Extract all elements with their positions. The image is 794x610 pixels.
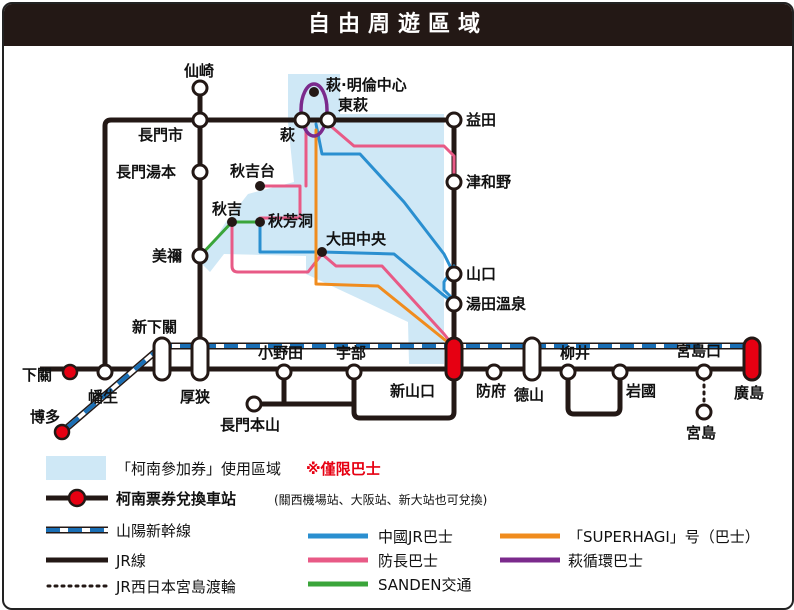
station-onoda: 小野田 (258, 344, 303, 362)
station-shin-yamaguchi: 新山口 (390, 382, 435, 400)
legend-shinkansen-label: 山陽新幹線 (116, 522, 191, 540)
station-akiyoshi: 秋吉 (212, 200, 242, 218)
station-hakata: 博多 (30, 408, 60, 426)
map-title: 自由周遊區域 (4, 4, 792, 46)
station-masuda: 益田 (466, 111, 496, 129)
legend-area-swatch (46, 456, 106, 480)
station-miyajimaguchi: 宮島口 (676, 342, 721, 360)
legend-exchange-icon (67, 488, 87, 508)
station-iwakuni: 岩國 (625, 382, 656, 400)
station-hiroshima: 廣島 (734, 384, 764, 402)
station-shimonoseki: 下關 (22, 366, 52, 384)
station-nagato-yumoto: 長門湯本 (116, 163, 176, 181)
station-tokuyama: 德山 (514, 386, 544, 404)
station-hagi-meirin: 萩·明倫中心 (326, 76, 407, 94)
station-senzaki: 仙崎 (184, 62, 214, 80)
station-nagatoshi: 長門市 (138, 126, 183, 144)
station-hagi: 萩 (280, 126, 295, 144)
legend-area-note: ※僅限巴士 (306, 460, 381, 478)
legend-hagi-loop-label: 萩循環巴士 (568, 552, 643, 570)
station-asa: 厚狭 (180, 388, 211, 406)
station-nagato-motoyama: 長門本山 (220, 416, 280, 434)
legend-sanden-label: SANDEN交通 (378, 576, 472, 594)
legend-jr-label: JR線 (115, 552, 146, 570)
station-miyajima: 宮島 (686, 424, 716, 442)
legend-exchange-note: (關西機場站、大阪站、新大站也可兌換) (274, 492, 487, 507)
station-hofu: 防府 (476, 382, 506, 400)
station-higashi-hagi: 東萩 (338, 96, 368, 114)
bus-stop-markers (227, 87, 327, 257)
shinkansen-stations (152, 336, 762, 382)
legend-chugoku-bus-label: 中國JR巴士 (378, 528, 453, 546)
station-mine: 美禰 (152, 247, 182, 265)
station-akiyoshido: 秋芳洞 (268, 212, 313, 230)
exchange-stations (53, 363, 79, 441)
station-hatabu: 幡生 (88, 388, 118, 406)
legend-area-label: 「柯南參加券」使用區域 (116, 460, 281, 478)
station-tsuwano: 津和野 (466, 173, 511, 191)
bus-routes (198, 82, 456, 346)
station-ota-chuo: 大田中央 (326, 230, 387, 248)
station-yamaguchi: 山口 (466, 265, 496, 283)
legend-superhagi-label: 「SUPERHAGI」号（巴士） (568, 528, 760, 546)
station-markers (96, 79, 713, 421)
legend: 「柯南參加券」使用區域 ※僅限巴士 柯南票券兌換車站 (關西機場站、大阪站、新大… (46, 456, 760, 596)
station-yuda-onsen: 湯田溫泉 (466, 295, 527, 313)
route-map: 仙崎 長門市 長門湯本 美禰 萩·明倫中心 東萩 萩 秋吉台 秋吉 秋芳洞 大田… (22, 62, 764, 596)
legend-bocho-bus-label: 防長巴士 (378, 552, 438, 570)
station-ube: 宇部 (336, 344, 366, 362)
station-shin-shimonoseki: 新下關 (132, 318, 177, 336)
station-akiyoshidai: 秋吉台 (230, 162, 275, 180)
station-yanai: 柳井 (560, 344, 590, 362)
legend-ferry-label: JR西日本宮島渡輪 (115, 578, 236, 596)
legend-exchange-label: 柯南票券兌換車站 (116, 490, 236, 508)
